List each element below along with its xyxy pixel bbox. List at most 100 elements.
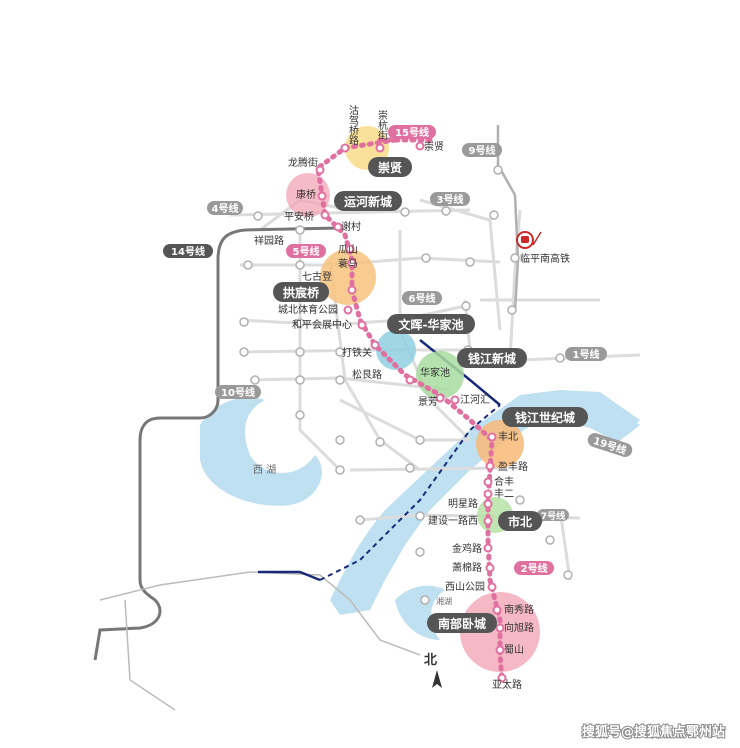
station-marker[interactable] [487, 582, 497, 592]
station-markers [315, 141, 507, 683]
district-label-wenhui: 文晖-华家池 [399, 317, 464, 332]
line-7-label: 7号线 [541, 510, 565, 522]
station-marker[interactable] [347, 258, 357, 268]
station-label-jianshe1: 建设一路西 [428, 514, 478, 527]
watermark-text: 搜狐号@搜狐焦点鄂州站 [582, 724, 725, 740]
district-circle-century [476, 420, 524, 468]
navy-line-solid [258, 570, 321, 582]
station-label-guashan: 瓜山 [338, 244, 358, 256]
station-marker[interactable] [340, 143, 350, 153]
line-9-badge[interactable] [462, 143, 502, 157]
district-badge-yunhe[interactable] [334, 191, 402, 211]
station-label-heping: 和平会展中心 [292, 318, 352, 331]
line-14-path [93, 226, 341, 661]
station-marker[interactable] [415, 141, 425, 151]
line-10-badge[interactable] [215, 385, 261, 399]
station-marker[interactable] [343, 305, 353, 315]
line-4-label: 4号线 [212, 202, 239, 215]
line-7-badge[interactable] [537, 509, 569, 521]
station-marker[interactable] [435, 393, 445, 403]
north-arrow-icon [432, 670, 442, 688]
station-marker[interactable] [492, 605, 502, 615]
station-marker[interactable] [375, 143, 385, 153]
station-marker[interactable] [485, 563, 495, 573]
station-marker[interactable] [483, 477, 493, 487]
station-marker[interactable] [345, 244, 355, 254]
line-4-badge[interactable] [207, 201, 243, 215]
line-2-badge[interactable] [514, 561, 554, 575]
line-14-badge[interactable] [163, 244, 213, 258]
line-1-badge[interactable] [565, 347, 607, 361]
station-label-xishan: 西山公园 [445, 581, 485, 593]
district-badge-wenhui[interactable] [387, 314, 475, 334]
station-marker[interactable] [333, 222, 343, 232]
district-badge-century[interactable] [502, 407, 588, 427]
line-6-label: 6号线 [409, 292, 436, 305]
district-label-shibei: 市北 [508, 514, 532, 529]
station-marker[interactable] [487, 432, 497, 442]
station-label-longteng: 龙腾街 [288, 156, 318, 169]
district-badge-chongxian[interactable] [368, 157, 412, 177]
station-marker[interactable] [483, 489, 493, 499]
station-label-nanxiu: 南秀路 [504, 603, 534, 616]
station-label-fengbei: 丰北 [498, 430, 518, 443]
line-15-badge[interactable] [388, 125, 436, 139]
station-label-fenger: 丰二 [494, 487, 514, 500]
station-marker[interactable] [320, 210, 330, 220]
district-label-qianjiang: 钱江新城 [468, 351, 516, 366]
line-3-label: 3号线 [437, 193, 464, 206]
station-marker[interactable] [495, 645, 505, 655]
line-5-badge[interactable] [286, 244, 326, 258]
station-marker[interactable] [483, 543, 493, 553]
line-3-badge[interactable] [430, 192, 470, 206]
district-badge-shibei[interactable] [498, 511, 542, 531]
line-19-badge[interactable] [586, 431, 634, 459]
station-marker[interactable] [370, 340, 380, 350]
station-marker[interactable] [347, 285, 357, 295]
district-circle-wenhui [376, 330, 416, 370]
station-marker[interactable] [485, 461, 495, 471]
station-label-shushan: 蜀山 [504, 644, 524, 656]
station-label-jingfang: 景芳 [418, 395, 438, 408]
station-marker[interactable] [405, 375, 415, 385]
station-label-xiaomian: 萧棉路 [452, 561, 482, 574]
lake-label-xianghu: 湘湖 [436, 596, 452, 606]
station-label-chengbei: 城北体育公园 [278, 303, 338, 316]
station-marker[interactable] [483, 499, 493, 509]
river-right-branch [560, 390, 640, 442]
station-marker[interactable] [450, 395, 460, 405]
station-label-qigudeng: 七古登 [302, 270, 332, 283]
district-badges: 崇贤 运河新城 拱宸桥 文晖-华家池 钱江新城 钱江世纪城 市北 南部卧城 [273, 157, 588, 633]
station-label-hefeng: 合丰 [494, 475, 514, 488]
station-marker[interactable] [497, 673, 507, 683]
district-badge-nanbu[interactable] [427, 613, 497, 633]
station-label-pinganqiao: 平安桥 [284, 210, 314, 223]
station-label-jinji: 金鸡路 [452, 542, 482, 555]
district-badge-gongchen[interactable] [273, 282, 329, 302]
district-label-nanbu: 南部卧城 [438, 616, 486, 631]
station-label-mingxing: 明星路 [448, 497, 478, 510]
interchange-markers [239, 165, 573, 605]
station-label-songliang: 松艮路 [352, 368, 382, 381]
district-label-chongxian: 崇贤 [378, 160, 402, 175]
north-label: 北 [424, 653, 437, 668]
station-marker[interactable] [315, 165, 325, 175]
station-marker[interactable] [357, 320, 367, 330]
watermark: 搜狐号@搜狐焦点鄂州站 [581, 723, 726, 741]
station-label-xiangxu: 向旭路 [504, 621, 534, 634]
district-label-century: 钱江世纪城 [515, 410, 575, 425]
station-label-xiecun: 谢村 [341, 220, 361, 233]
station-marker[interactable] [317, 191, 327, 201]
line-2-label: 2号线 [521, 562, 548, 575]
station-marker[interactable] [495, 623, 505, 633]
district-label-gongchen: 拱宸桥 [283, 285, 320, 300]
navy-line-dashed [319, 404, 501, 581]
line-badges: 15号线 9号线 4号线 3号线 14号线 5号线 6号线 1号线 10号线 1… [163, 125, 634, 575]
train-station-icon [516, 231, 542, 249]
district-badge-qianjiang[interactable] [457, 348, 527, 368]
line-6-badge[interactable] [402, 291, 442, 305]
district-label-yunhe: 运河新城 [344, 194, 392, 209]
station-marker[interactable] [483, 516, 493, 526]
line-1-label: 1号线 [573, 348, 600, 361]
